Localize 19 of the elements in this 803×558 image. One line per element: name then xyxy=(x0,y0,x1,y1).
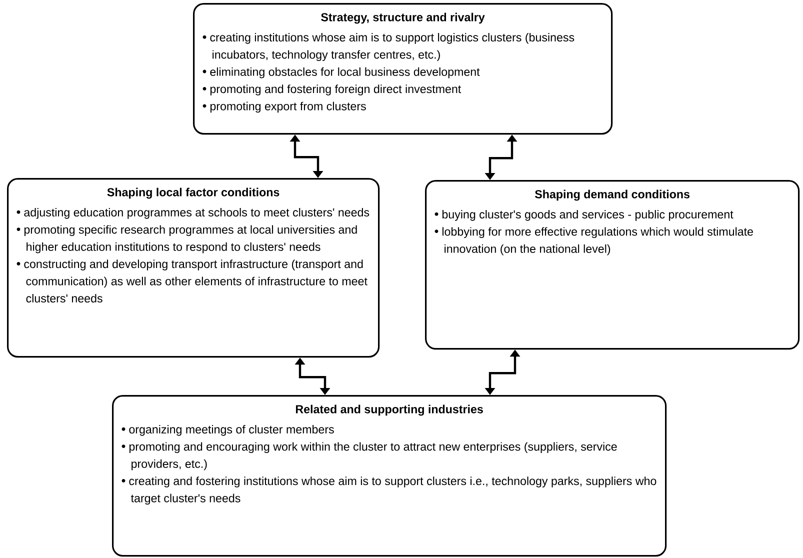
bullet-text: eliminating obstacles for local business development xyxy=(210,67,480,78)
box-heading: Shaping demand conditions xyxy=(534,190,690,201)
box-heading: Related and supporting industries xyxy=(296,404,483,416)
box-heading: Strategy, structure and rivalry xyxy=(321,12,485,24)
bullet-text: lobbying for more effective regulations which would stimulate innovation (on the national level) xyxy=(442,227,753,256)
bullet-text: creating and fostering institutions whose aim is to support clusters i.e., technology parks, suppliers who target cluster's needs xyxy=(129,476,656,505)
bullet-text: buying cluster's goods and services - public procurement xyxy=(442,210,734,221)
text-box xyxy=(112,395,667,557)
bullet-text: adjusting education programmes at schools to meet clusters' needs xyxy=(24,208,370,219)
text-box xyxy=(7,178,380,358)
text-box xyxy=(425,180,800,350)
bullet-text: promoting and fostering foreign direct investment xyxy=(210,84,462,96)
bullet-text: promoting and encouraging work within the cluster to attract new enterprises (suppliers, service providers, etc.) xyxy=(129,442,617,470)
box-heading: Shaping local factor conditions xyxy=(107,188,280,199)
bullet-text: promoting export from clusters xyxy=(210,102,366,113)
bullet-text: creating institutions whose aim is to support logistics clusters (business incubators, technology transfer centres, etc.) xyxy=(210,33,574,62)
text-box xyxy=(193,3,613,135)
bullet-text: constructing and developing transport infrastructure (transport and communication) as well as other elements of infrastructure to meet clusters' needs xyxy=(24,260,368,303)
bullet-text: organizing meetings of cluster members xyxy=(129,425,334,436)
